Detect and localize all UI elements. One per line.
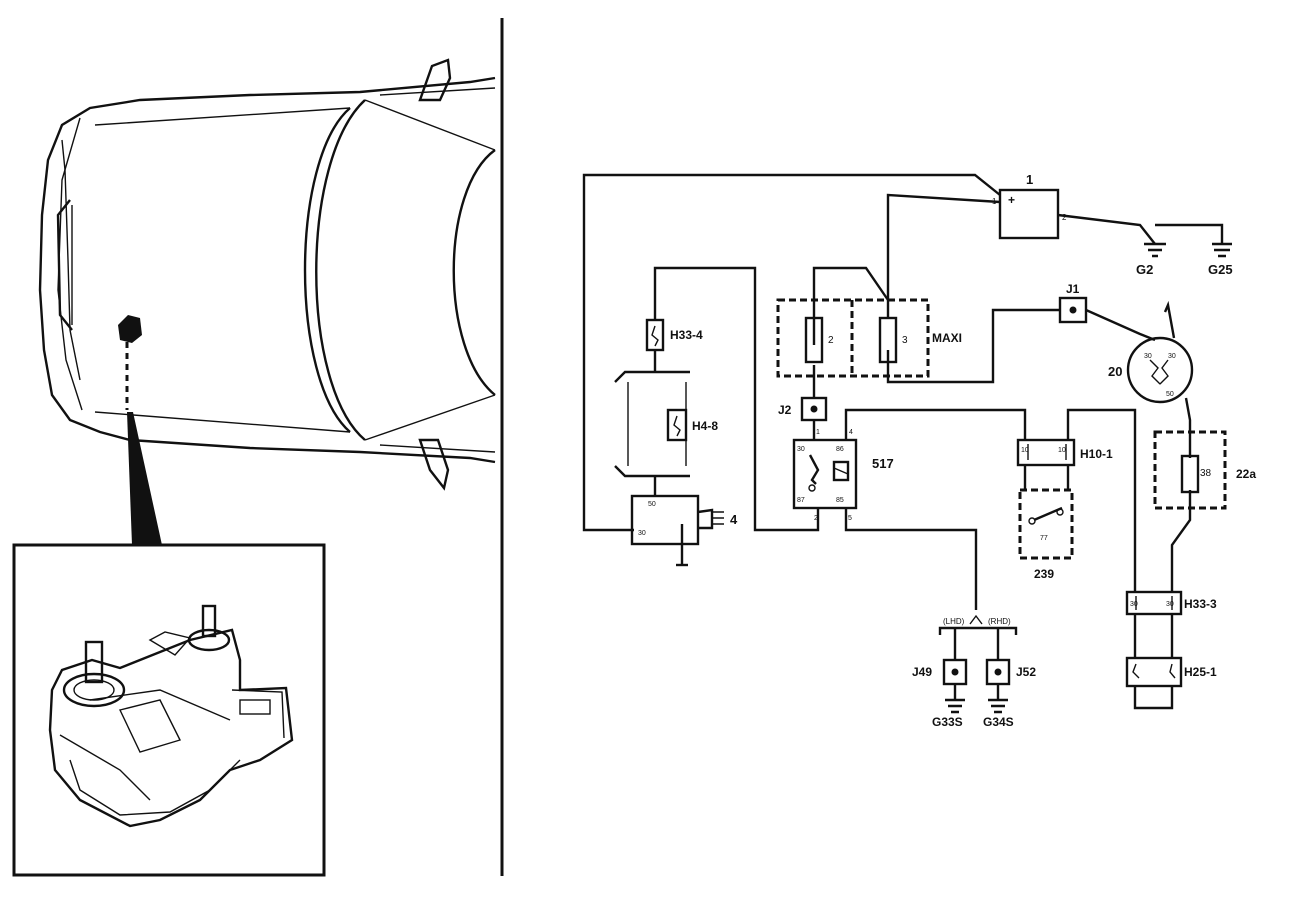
lhd-label: (LHD)	[943, 617, 965, 626]
h4-8-label: H4-8	[692, 419, 718, 433]
relay-pin-87: 87	[797, 497, 805, 504]
relay-pin-30: 30	[797, 446, 805, 453]
car-location-illustration	[38, 58, 496, 545]
fuse-2-label: 2	[828, 335, 834, 346]
j1-label: J1	[1066, 282, 1080, 296]
maxi-label: MAXI	[932, 331, 962, 345]
starter-pin-b: 30	[1168, 353, 1176, 360]
starter-pin-c: 50	[1166, 391, 1174, 398]
j49-label: J49	[912, 665, 932, 679]
relay-pin-85: 85	[836, 497, 844, 504]
battery-pin-minus: 2	[1062, 213, 1067, 222]
fuse-38-label: 38	[1200, 468, 1212, 479]
h10-pin-b: 10	[1058, 447, 1066, 454]
fuse-3-label: 3	[902, 335, 908, 346]
g33s-label: G33S	[932, 715, 963, 729]
switch-239-label: 239	[1034, 567, 1054, 581]
h33-3-pin-a: 30	[1130, 601, 1138, 608]
relay-pin-2: 2	[814, 515, 818, 522]
h25-1-label: H25-1	[1184, 665, 1217, 679]
ecu-pin-left: 30	[638, 530, 646, 537]
ecu-pin-top: 50	[648, 501, 656, 508]
relay-pin-1: 1	[816, 429, 820, 436]
starter-label: 20	[1108, 364, 1122, 379]
fuse-box-22a-label: 22a	[1236, 467, 1256, 481]
battery-pin-plus: 1	[992, 197, 997, 206]
relay-label: 517	[872, 456, 894, 471]
rhd-label: (RHD)	[988, 617, 1011, 626]
j52-label: J52	[1016, 665, 1036, 679]
ground-g2-label: G2	[1136, 262, 1153, 277]
relay-pin-5: 5	[848, 515, 852, 522]
starter-pin-a: 30	[1144, 353, 1152, 360]
ecu-4-label: 4	[730, 512, 738, 527]
relay-pin-86: 86	[836, 446, 844, 453]
switch-pin: 77	[1040, 535, 1048, 542]
h10-1-label: H10-1	[1080, 447, 1113, 461]
j2-label: J2	[778, 403, 792, 417]
circuit	[582, 173, 1232, 714]
relay-pin-4: 4	[849, 429, 853, 436]
h10-pin-a: 10	[1021, 447, 1029, 454]
battery-label: 1	[1026, 172, 1033, 187]
ground-g25-label: G25	[1208, 262, 1233, 277]
h33-3-label: H33-3	[1184, 597, 1217, 611]
component-detail-inset	[12, 543, 326, 877]
battery-sign: +	[1008, 193, 1015, 207]
h33-4-label: H33-4	[670, 328, 703, 342]
h33-3-pin-b: 30	[1166, 601, 1174, 608]
labels: 1 1 2 + G2 G25 2 3 MAXI J1 J2 20 30 30 5…	[638, 172, 1256, 729]
g34s-label: G34S	[983, 715, 1014, 729]
